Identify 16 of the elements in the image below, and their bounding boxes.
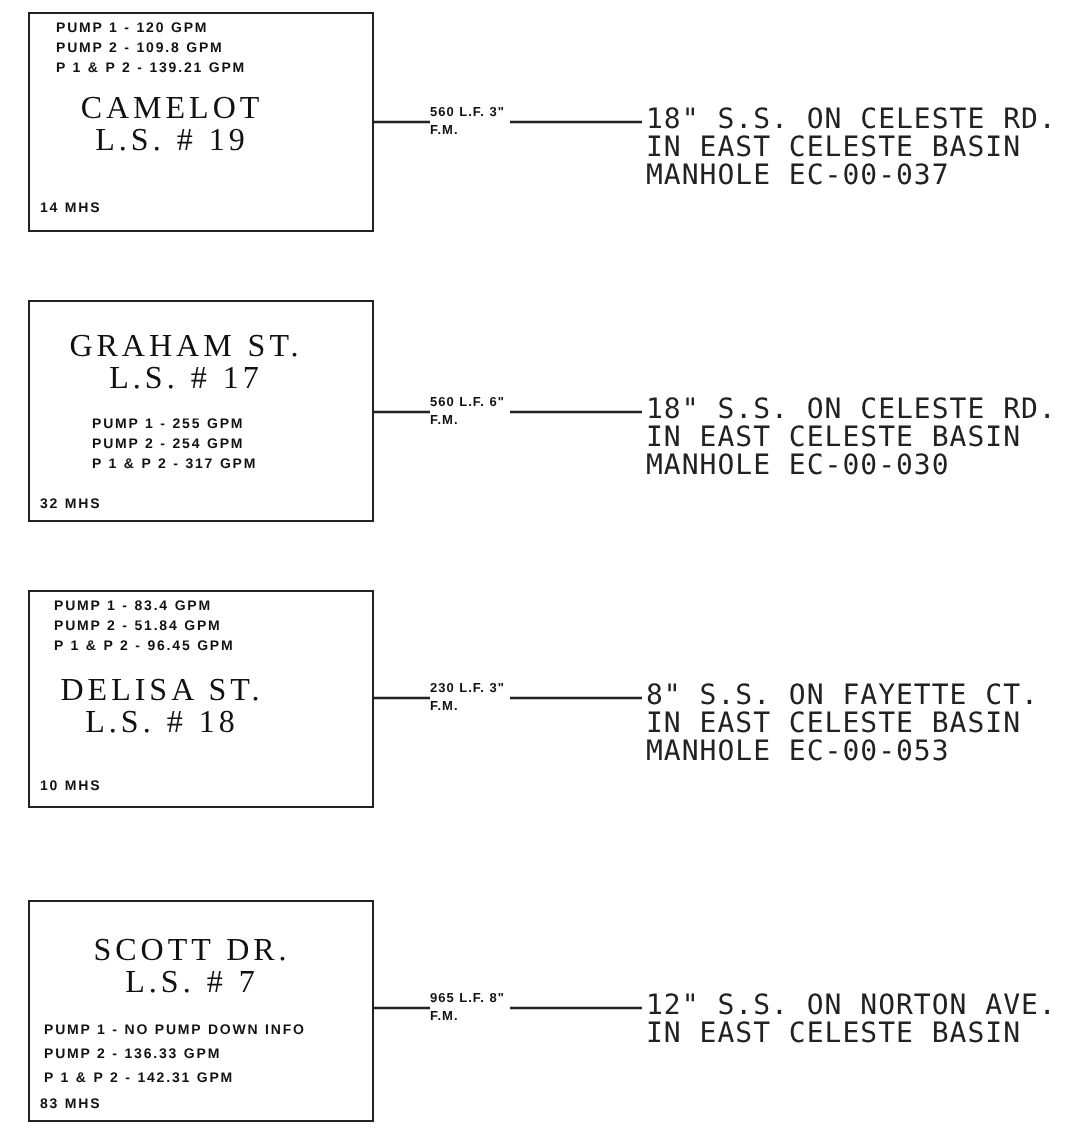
pipe-description: 12" S.S. ON NORTON AVE. IN EAST CELESTE BASIN [646, 992, 1066, 1048]
station-name: CAMELOT [78, 94, 266, 126]
pipe-description: 18" S.S. ON CELESTE RD. IN EAST CELESTE BASIN MANHOLE EC-00-037 [646, 106, 1066, 190]
station-name: SCOTT DR. [91, 936, 293, 968]
lift-station-box [28, 590, 374, 808]
station-name: L.S. # 19 [93, 126, 251, 158]
lift-station-box [28, 900, 374, 1122]
station-name: L.S. # 18 [83, 708, 241, 740]
lift-station-box [28, 12, 374, 232]
station-name: GRAHAM ST. [67, 332, 305, 364]
pipe-description: 8" S.S. ON FAYETTE CT. IN EAST CELESTE BASIN MANHOLE EC-00-053 [646, 682, 1066, 766]
station-name: L.S. # 17 [107, 364, 265, 396]
lift-station-box [28, 300, 374, 522]
station-name: L.S. # 7 [123, 968, 261, 1000]
pipe-description: 18" S.S. ON CELESTE RD. IN EAST CELESTE BASIN MANHOLE EC-00-030 [646, 396, 1066, 480]
station-name: DELISA ST. [58, 676, 266, 708]
